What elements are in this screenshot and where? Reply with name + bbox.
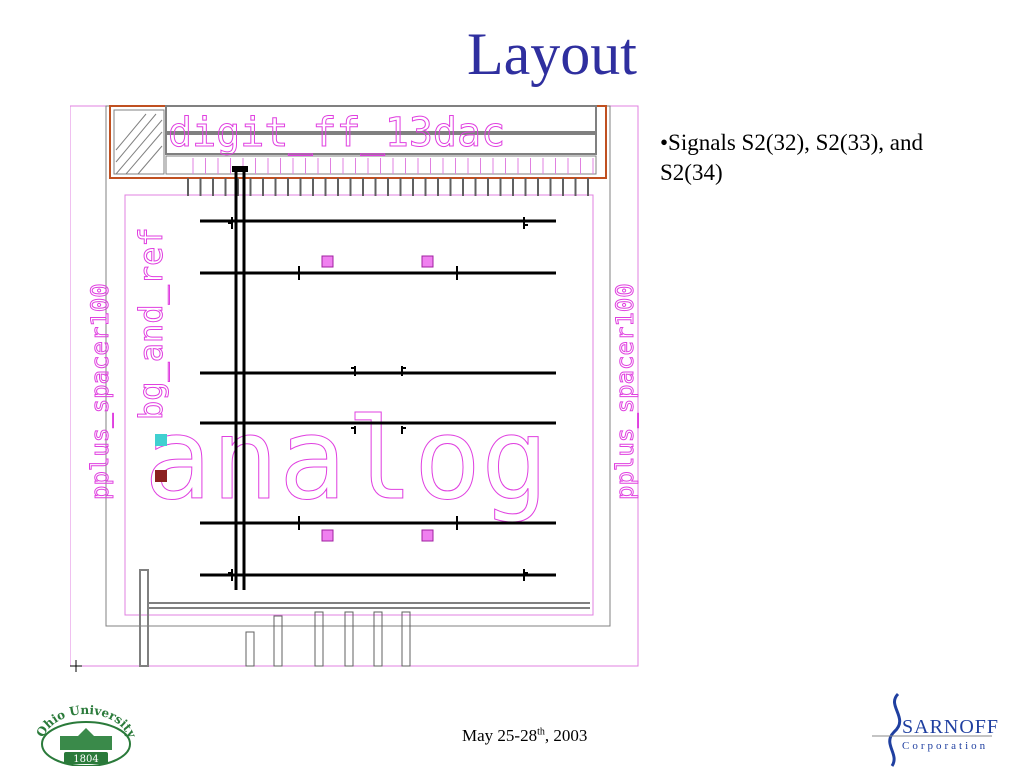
top-block-hatch [113, 109, 165, 175]
right-spacer-label: pplus_spacer100 [611, 283, 639, 500]
ou-ring [41, 721, 131, 766]
output-pads [245, 611, 411, 667]
pin-row [187, 178, 589, 196]
core-boundary [124, 194, 594, 616]
sarnoff-logo [872, 692, 992, 767]
cyan-pad [155, 434, 167, 446]
via-pads [321, 255, 434, 542]
top-bus-2 [165, 133, 597, 155]
hatch-lines [115, 113, 163, 175]
date-year: , 2003 [544, 726, 588, 745]
trace-ticks [228, 217, 528, 581]
inner-boundary [105, 105, 611, 627]
ou-year: 1804 [73, 754, 98, 765]
footer-date: May 25-28th, 2003 [462, 726, 587, 746]
ohio-university-logo: Ohio University 1804 [33, 703, 139, 766]
slide-title: Layout [467, 21, 637, 87]
bottom-left-rail [139, 569, 149, 667]
date-suffix: th [537, 726, 545, 738]
sarnoff-name: SARNOFF [902, 716, 1000, 738]
top-block-label: digit_ff_13dac [168, 110, 505, 156]
analog-label: analog [144, 395, 549, 525]
signal-traces [200, 219, 556, 577]
vbus-cap [232, 166, 248, 172]
layout-canvas: digit_ff_13dac pplus_spacer100 pplus_spa… [70, 105, 640, 672]
date-main: May 25-28 [462, 726, 538, 745]
ou-year-banner [64, 752, 108, 764]
bg-ref-label: bg_and_ref [132, 227, 170, 420]
ou-building-icon [60, 736, 112, 750]
sarnoff-sub: Corporation [902, 740, 989, 752]
top-bus-1 [165, 105, 597, 133]
sarnoff-swoosh-icon [888, 692, 902, 767]
left-spacer-label: pplus_spacer100 [86, 283, 114, 500]
ou-roof-icon [78, 728, 94, 736]
origin-marker [70, 660, 82, 672]
bullet-signals: •Signals S2(32), S2(33), and S2(34) [660, 130, 923, 185]
pin-row-pink [192, 158, 594, 174]
maroon-pad [155, 470, 167, 482]
layout-drawing: digit_ff_13dac pplus_spacer100 pplus_spa… [70, 100, 650, 672]
